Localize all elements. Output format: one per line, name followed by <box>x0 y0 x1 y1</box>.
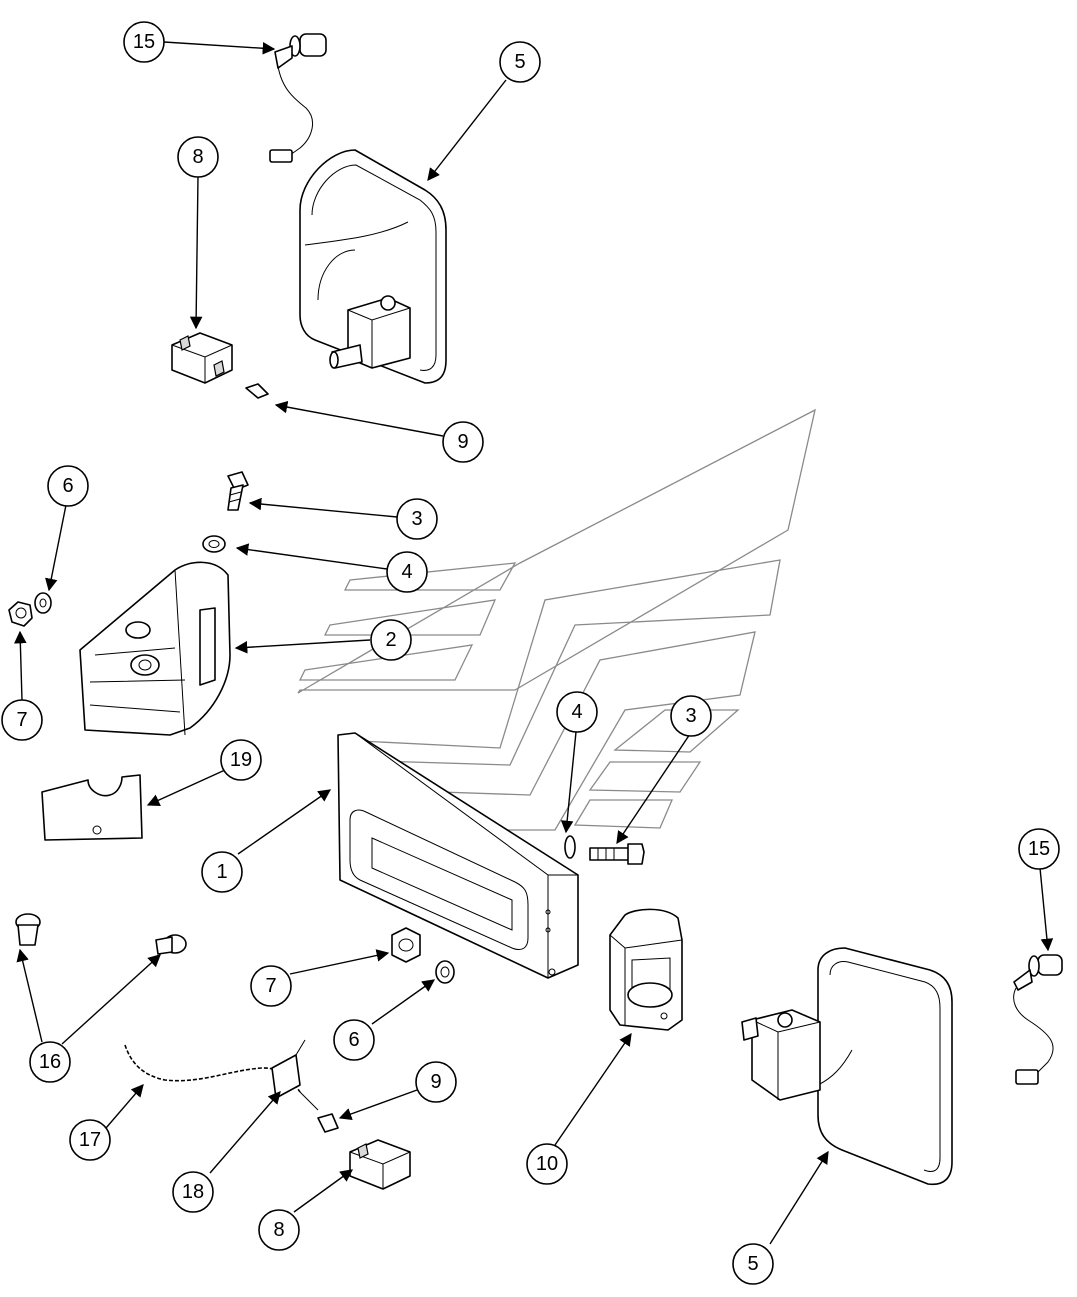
callout-5-top: 5 <box>499 41 541 83</box>
callout-4-top: 4 <box>386 551 428 593</box>
callout-15-top: 15 <box>123 21 165 63</box>
callout-18: 18 <box>172 1171 214 1213</box>
callout-8-bottom: 8 <box>258 1209 300 1251</box>
callout-7-center-label: 7 <box>265 975 276 997</box>
mirror-head-top <box>299 149 447 384</box>
callout-9-bottom: 9 <box>415 1061 457 1103</box>
harness-clip <box>271 1039 306 1099</box>
callout-9-top: 9 <box>442 421 484 463</box>
callout-10: 10 <box>526 1143 568 1185</box>
callout-6-left: 6 <box>47 465 89 507</box>
bulb-lead-top <box>269 33 327 163</box>
mirror-head-right <box>741 947 953 1186</box>
callout-9-bottom-label: 9 <box>430 1071 441 1093</box>
callout-1-label: 1 <box>216 861 227 883</box>
callout-6-left-label: 6 <box>62 475 73 497</box>
nut-center <box>391 927 421 963</box>
callout-4-top-label: 4 <box>401 561 412 583</box>
terminal-top <box>245 383 269 399</box>
connector-top <box>171 332 233 384</box>
callout-4-right-label: 4 <box>571 701 582 723</box>
callout-3-right: 3 <box>670 695 712 737</box>
callout-5-bottom-label: 5 <box>747 1253 758 1275</box>
callout-4-right: 4 <box>556 691 598 733</box>
callout-10-label: 10 <box>536 1153 558 1175</box>
callout-7-left: 7 <box>1 699 43 741</box>
callout-8-top-label: 8 <box>192 146 203 168</box>
washer-right <box>564 835 576 859</box>
callout-3-top-label: 3 <box>411 508 422 530</box>
callout-17: 17 <box>69 1119 111 1161</box>
mirror-arm <box>337 732 579 979</box>
screws <box>15 913 187 955</box>
callout-15-top-label: 15 <box>133 31 155 53</box>
callout-7-center: 7 <box>250 965 292 1007</box>
bolt-right <box>589 843 645 865</box>
callout-2: 2 <box>370 619 412 661</box>
callout-19: 19 <box>220 739 262 781</box>
callout-5-bottom: 5 <box>732 1243 774 1285</box>
callout-16-label: 16 <box>39 1051 61 1073</box>
callout-7-left-label: 7 <box>16 709 27 731</box>
bracket-housing <box>79 561 231 736</box>
callout-6-center: 6 <box>333 1019 375 1061</box>
watermark-logo <box>297 408 816 831</box>
washer-top <box>202 535 226 553</box>
callout-16: 16 <box>29 1041 71 1083</box>
callout-15-right-label: 15 <box>1028 838 1050 860</box>
callout-3-top: 3 <box>396 498 438 540</box>
bulb-lead-right <box>1013 954 1063 1085</box>
bolt-top <box>227 471 249 511</box>
pad-plate <box>41 774 143 841</box>
connector-bottom <box>349 1139 411 1190</box>
callout-8-top: 8 <box>177 136 219 178</box>
callout-17-label: 17 <box>79 1129 101 1151</box>
callout-3-right-label: 3 <box>685 705 696 727</box>
callout-15-right: 15 <box>1018 828 1060 870</box>
clamp-bracket <box>609 908 683 1031</box>
washer-center <box>435 960 455 984</box>
callout-9-top-label: 9 <box>457 431 468 453</box>
callout-6-center-label: 6 <box>348 1029 359 1051</box>
nut-washer-left <box>8 592 52 627</box>
callout-5-top-label: 5 <box>514 51 525 73</box>
callout-18-label: 18 <box>182 1181 204 1203</box>
terminal-bottom <box>317 1113 339 1133</box>
callout-19-label: 19 <box>230 749 252 771</box>
callout-1: 1 <box>201 851 243 893</box>
leader-lines <box>14 41 1054 1245</box>
callout-8-bottom-label: 8 <box>273 1219 284 1241</box>
callout-2-label: 2 <box>385 629 396 651</box>
